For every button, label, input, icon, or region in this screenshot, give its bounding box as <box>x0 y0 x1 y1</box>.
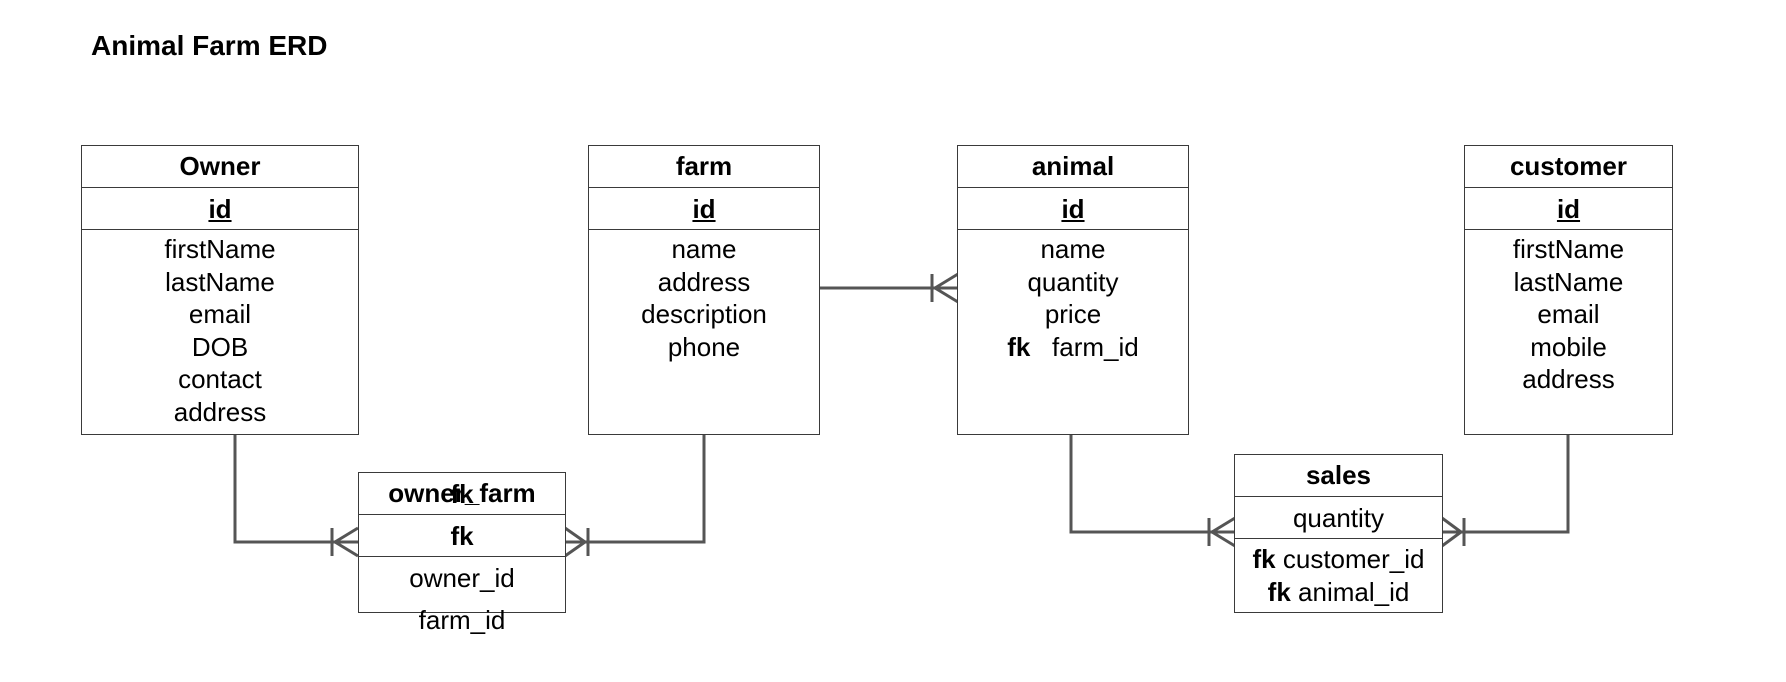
sales-animal-id-row: fk animal_id <box>1268 576 1410 609</box>
attribute-price: price <box>1044 299 1102 330</box>
attribute-customer-id: customer_id <box>1282 544 1425 574</box>
entity-owner-name: Owner <box>179 151 261 181</box>
fk-label: fk <box>450 520 474 551</box>
entity-farm-name: farm <box>675 151 733 181</box>
owner-farm-farm-id-row: fk farm_id <box>359 521 565 635</box>
attribute-description: description <box>641 299 767 330</box>
attribute-address: address <box>1522 364 1615 395</box>
entity-owner-farm-name: owner_farm <box>388 478 536 508</box>
entity-owner: Owner id firstName lastName email DOB co… <box>81 145 359 435</box>
crows-foot-ownerfarm-owner <box>330 526 359 558</box>
crows-foot-sales-animal <box>1207 516 1236 548</box>
attribute-mobile: mobile <box>1530 331 1607 362</box>
attribute-name: name <box>1040 234 1106 264</box>
attribute-firstname: firstName <box>164 234 276 264</box>
crows-foot-ownerfarm-farm <box>564 526 590 558</box>
attribute-address: address <box>657 266 751 297</box>
attribute-quantity: quantity <box>1292 502 1385 533</box>
entity-sales-name: sales <box>1305 460 1372 490</box>
sales-customer-id-row: fk customer_id <box>1253 543 1425 576</box>
relationship-animal-sales <box>1069 434 1235 534</box>
entity-farm-pk: id <box>589 187 819 229</box>
entity-animal-name: animal <box>1031 151 1115 181</box>
entity-customer-attributes: firstName lastName email mobile address <box>1465 229 1672 434</box>
attribute-address: address <box>173 396 267 427</box>
sales-quantity-row: quantity <box>1235 496 1442 538</box>
entity-sales: sales quantity fk customer_id fk animal_… <box>1234 454 1443 613</box>
attribute-lastname: lastName <box>1513 266 1624 297</box>
attribute-farm-id: farm_id <box>418 604 506 635</box>
entity-farm: farm id name address description phone <box>588 145 820 435</box>
attribute-email: email <box>188 299 252 330</box>
entity-animal-pk: id <box>958 187 1188 229</box>
crows-foot-animal-farm <box>930 272 959 304</box>
attribute-lastname: lastName <box>165 266 275 297</box>
relationship-owner-ownerfarm <box>233 434 358 544</box>
fk-label: fk <box>1252 544 1276 574</box>
attribute-email: email <box>1537 299 1600 330</box>
diagram-title: Animal Farm ERD <box>91 30 328 61</box>
fk-label: fk <box>1267 576 1291 607</box>
attribute-farm-id-row: fk farm_id <box>1007 331 1139 364</box>
entity-owner-farm: owner_farm fk owner_id fk farm_id <box>358 472 566 635</box>
attribute-owner-id: owner_id <box>409 562 515 593</box>
crows-foot-sales-customer <box>1441 516 1466 548</box>
attribute-quantity: quantity <box>1027 266 1119 297</box>
fk-label: fk <box>450 478 474 509</box>
entity-animal: animal id name quantity price fk farm_id <box>957 145 1189 435</box>
entity-farm-attributes: name address description phone <box>589 229 819 434</box>
attribute-animal-id: animal_id <box>1298 576 1410 607</box>
owner-farm-owner-id-row: fk owner_id <box>359 479 565 593</box>
attribute-dob: DOB <box>191 331 249 362</box>
relationship-farm-ownerfarm <box>565 434 706 544</box>
fk-label: fk <box>1007 331 1031 362</box>
entity-owner-attributes: firstName lastName email DOB contact add… <box>82 229 358 434</box>
attribute-contact: contact <box>178 364 262 395</box>
attribute-farm-id: farm_id <box>1052 331 1139 362</box>
entity-customer: customer id firstName lastName email mob… <box>1464 145 1673 435</box>
entity-animal-attributes: name quantity price fk farm_id <box>958 229 1188 434</box>
attribute-name: name <box>671 234 737 264</box>
attribute-firstname: firstName <box>1512 234 1625 264</box>
attribute-phone: phone <box>667 331 741 362</box>
entity-owner-pk: id <box>82 187 358 229</box>
entity-customer-name: customer <box>1509 151 1628 181</box>
sales-fk-rows: fk customer_id fk animal_id <box>1235 538 1442 612</box>
relationship-customer-sales <box>1442 434 1570 534</box>
entity-customer-pk: id <box>1465 187 1672 229</box>
